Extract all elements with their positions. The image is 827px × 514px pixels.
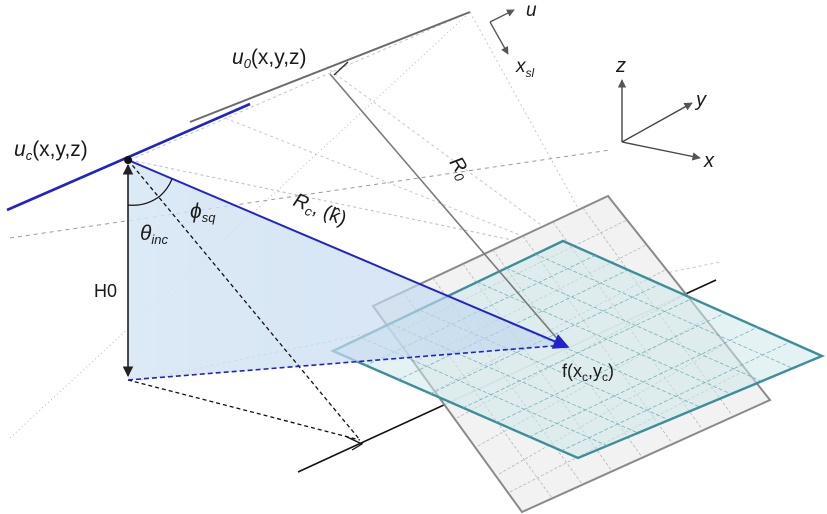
label-axis-z: z [615,55,626,77]
label-h0: H0 [94,281,117,301]
u0-tick [333,61,349,76]
label-uc: uc(x,y,z) [14,138,88,163]
label-rc: Rc, (k̂) [289,189,349,232]
label-u-axis: u [526,0,537,21]
r0-line [329,73,561,343]
construction-lines [127,159,566,451]
label-axis-x: x [703,150,715,172]
label-r0: R0 [443,153,475,185]
coordinate-axes [617,79,701,161]
label-xsl: xsl [515,56,535,80]
phi-arc [159,178,173,197]
label-u0: u0(x,y,z) [232,46,307,71]
flight-track-gray [189,11,471,123]
track-direction-arrows [489,9,515,55]
label-phi: ϕsq [190,200,216,225]
label-f: f(xc,yc) [562,361,614,384]
sensor-position-marker [124,156,132,164]
incidence-triangle [128,160,565,380]
theta-arc [127,195,161,206]
label-theta: θinc [140,222,169,247]
label-axis-y: y [694,89,707,111]
rc-vector [127,159,570,349]
